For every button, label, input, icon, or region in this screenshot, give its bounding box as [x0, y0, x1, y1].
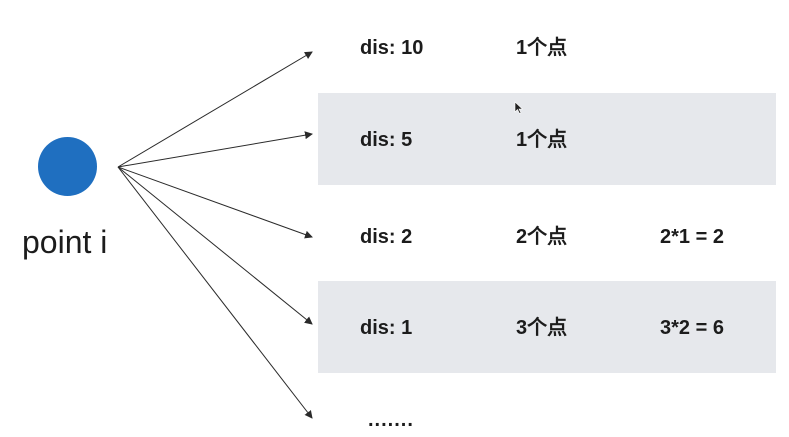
arrow-to-row-dis-2	[117, 166, 313, 239]
arrow-to-row-dis-1	[117, 166, 313, 325]
row-2-dis: dis: 2	[360, 226, 413, 248]
row-band-dis-5	[318, 93, 776, 185]
row-0-count: 1个点	[516, 37, 568, 59]
row-3-calc: 3*2 = 6	[660, 317, 724, 339]
row-2-calc: 2*1 = 2	[660, 226, 724, 248]
point-i-label: point i	[22, 224, 108, 260]
row-1-count: 1个点	[516, 129, 568, 151]
arrow-to-row-more	[117, 166, 313, 419]
row-band-dis-1	[318, 281, 776, 373]
mouse-pointer-icon	[514, 101, 524, 114]
more-rows-ellipsis: .......	[368, 409, 414, 431]
row-1-dis: dis: 5	[360, 129, 413, 151]
arrow-to-row-dis-10	[117, 51, 313, 168]
row-3-count: 3个点	[516, 317, 568, 339]
row-2-count: 2个点	[516, 226, 568, 248]
row-0-dis: dis: 10	[360, 37, 424, 59]
point-i-dot	[38, 137, 97, 196]
arrow-to-row-dis-5	[117, 131, 313, 168]
row-3-dis: dis: 1	[360, 317, 413, 339]
